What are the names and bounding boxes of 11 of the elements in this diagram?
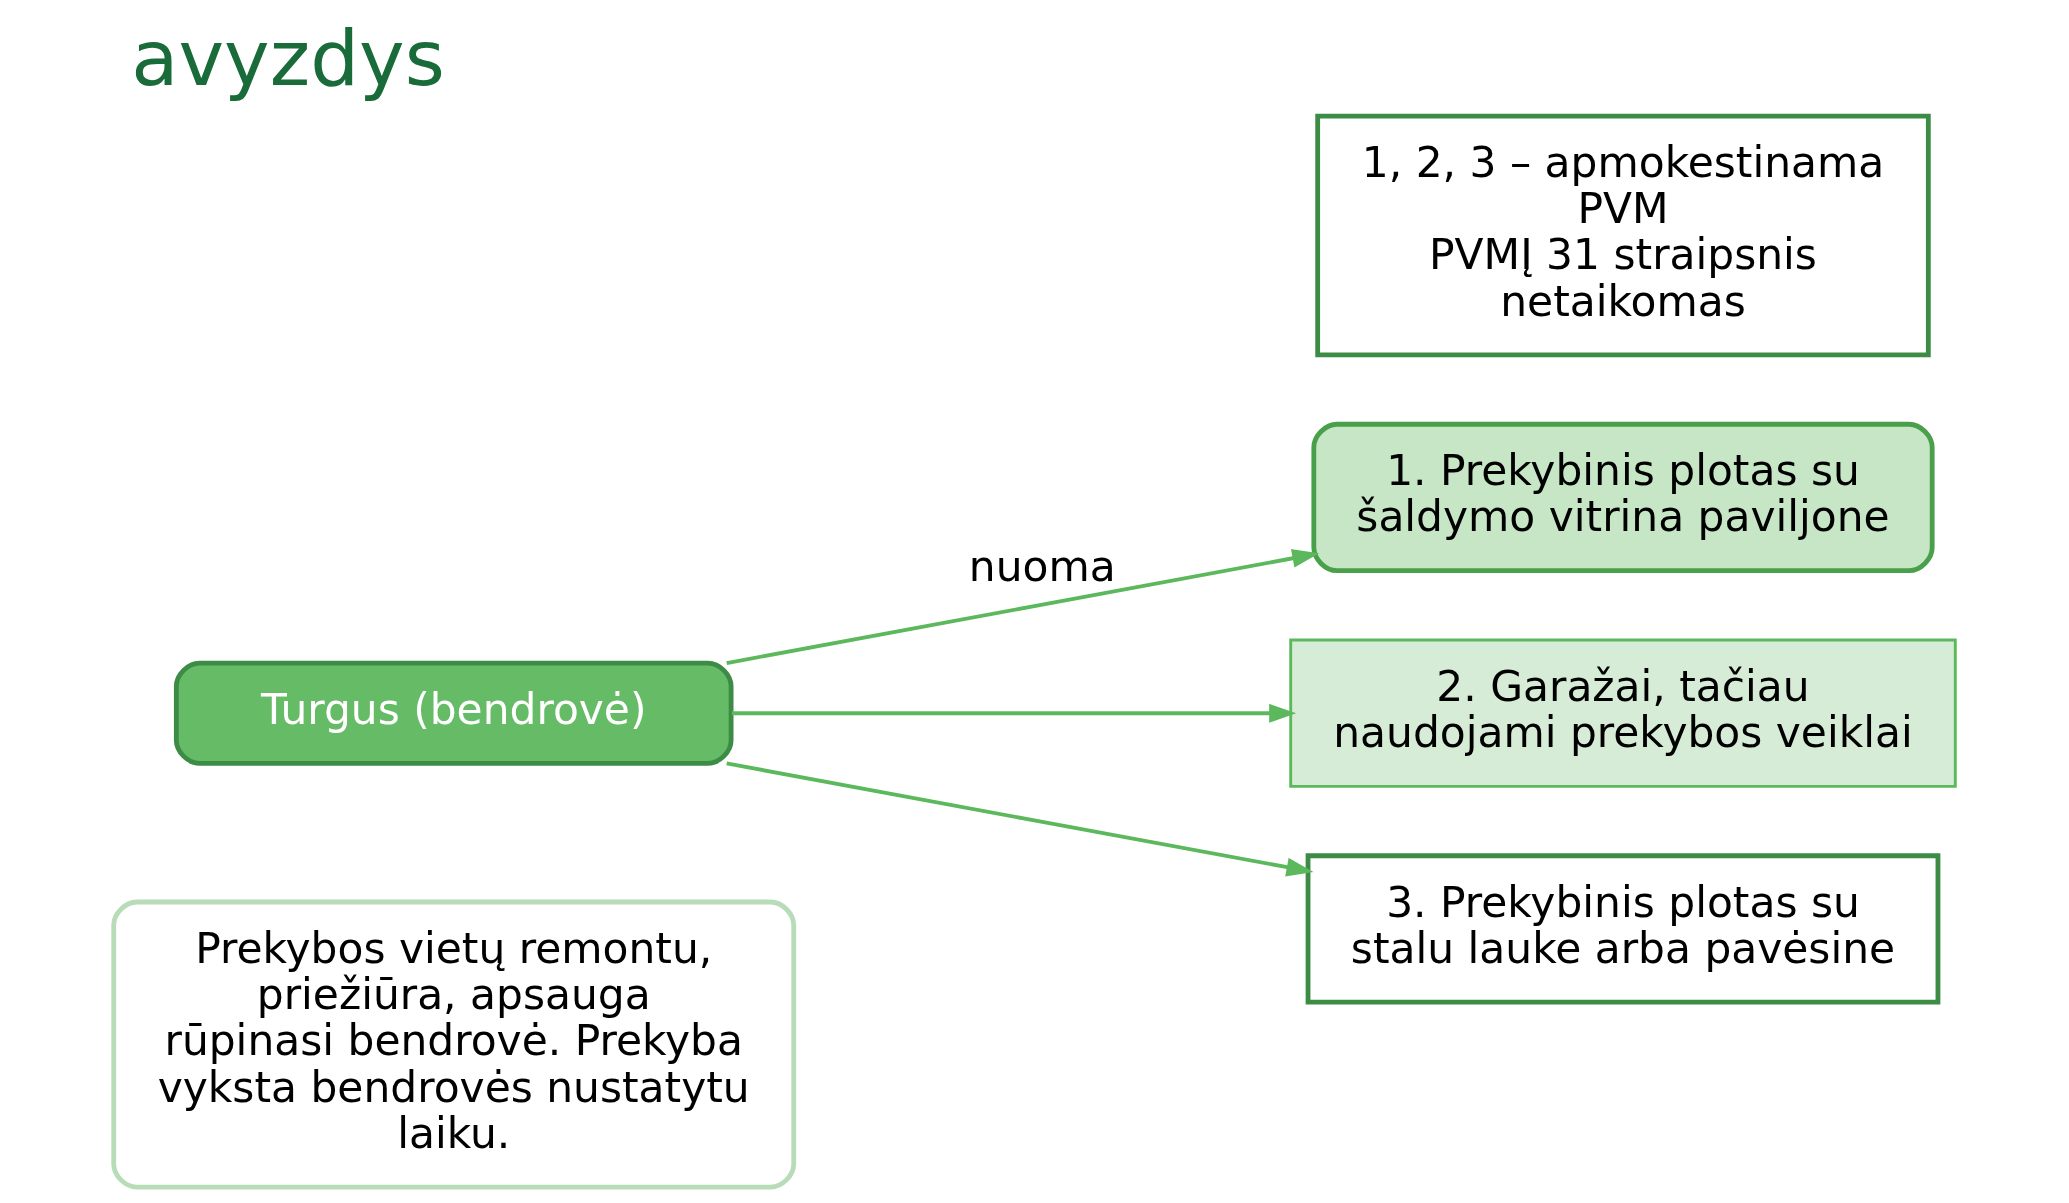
arrow — [731, 703, 1297, 723]
node-box: Prekybos vietų remontu, priežiūra, apsauga rūpinasi bendrovė. Prekyba vyksta bendrovės nustatytu laiku. — [111, 899, 797, 1190]
arrow — [726, 761, 1314, 877]
edge-label: nuoma — [968, 542, 1116, 592]
node-box: 1, 2, 3 – apmokestinama PVM PVMĮ 31 straipsnis netaikomas — [1315, 113, 1931, 358]
node-box: 2. Garažai, tačiau naudojami prekybos veiklai — [1289, 638, 1957, 788]
node-box: 1. Prekybinis plotas su šaldymo vitrina paviljone — [1311, 421, 1935, 574]
diagram-title: avyzdys — [131, 13, 445, 104]
arrow — [726, 548, 1320, 665]
node-box: 3. Prekybinis plotas su stalu lauke arba pavėsine — [1305, 853, 1941, 1005]
node-box: Turgus (bendrovė) — [173, 660, 734, 766]
